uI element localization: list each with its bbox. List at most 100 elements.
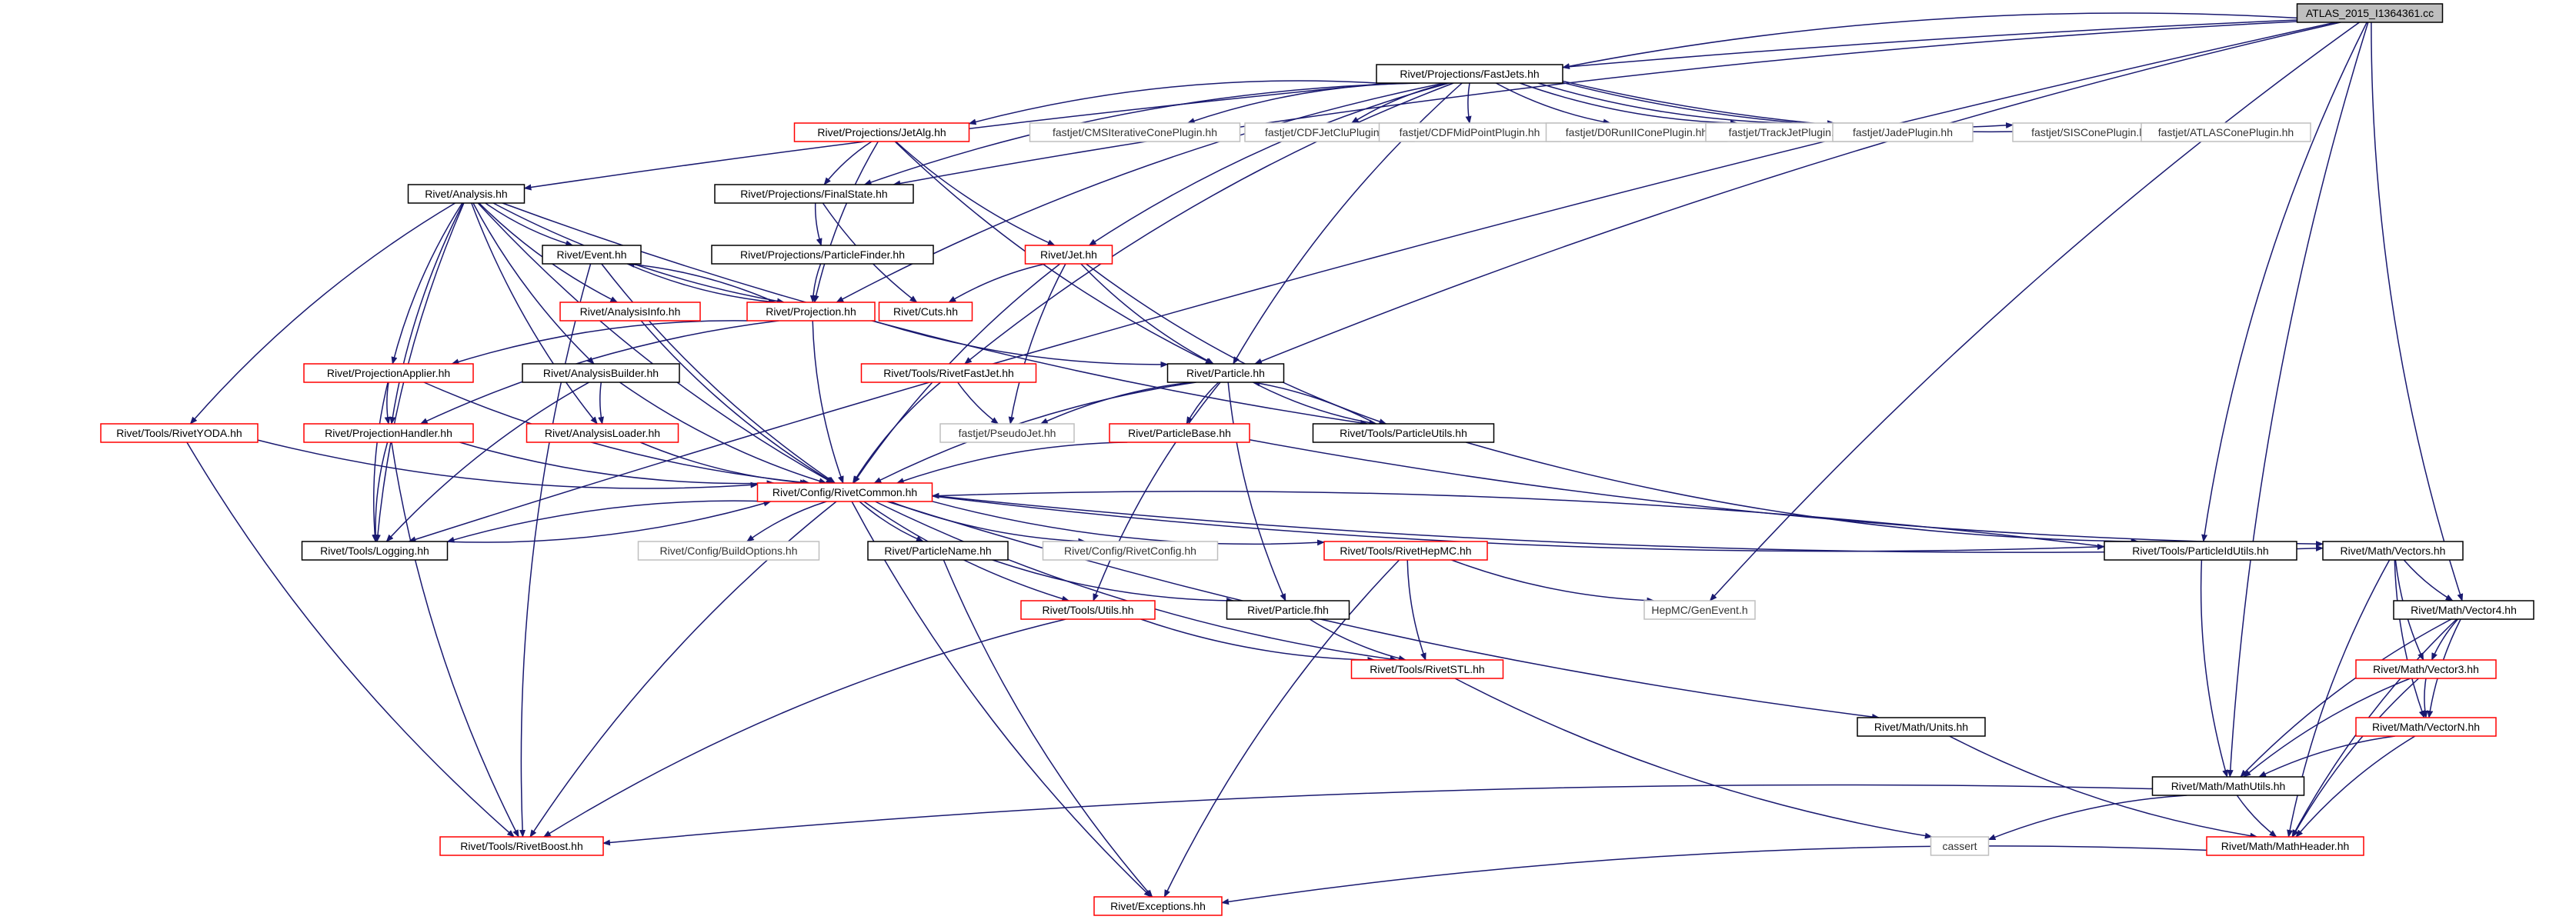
node-analysisinfo[interactable]: Rivet/AnalysisInfo.hh: [559, 302, 701, 322]
node-event[interactable]: Rivet/Event.hh: [542, 245, 642, 265]
node-label: Rivet/ParticleName.hh: [884, 545, 991, 557]
edge-projapplier-to-projhandler: [384, 382, 391, 425]
node-rivetboost[interactable]: Rivet/Tools/RivetBoost.hh: [439, 836, 604, 856]
edge-analysisbuilder-to-analysisloader: [598, 382, 604, 425]
node-jetalg[interactable]: Rivet/Projections/JetAlg.hh: [793, 122, 970, 142]
node-logging[interactable]: Rivet/Tools/Logging.hh: [301, 541, 449, 561]
edge-rivetfastjet-to-pseudojet: [957, 382, 999, 425]
node-mathutils[interactable]: Rivet/Math/MathUtils.hh: [2151, 776, 2305, 796]
edge-utils-to-rivetboost: [542, 618, 1066, 838]
node-exceptions[interactable]: Rivet/Exceptions.hh: [1093, 896, 1223, 916]
edge-analysis-to-rivetcommon: [477, 202, 834, 484]
node-cmsit[interactable]: fastjet/CMSIterativeConePlugin.hh: [1029, 122, 1241, 142]
node-rivetstl[interactable]: Rivet/Tools/RivetSTL.hh: [1350, 659, 1504, 679]
node-analysis[interactable]: Rivet/Analysis.hh: [407, 184, 526, 204]
node-pseudojet[interactable]: fastjet/PseudoJet.hh: [939, 423, 1075, 443]
node-box: [522, 363, 680, 383]
node-label: Rivet/Config/RivetConfig.hh: [1064, 545, 1196, 557]
node-rivetfastjet[interactable]: Rivet/Tools/RivetFastJet.hh: [860, 363, 1037, 383]
node-box: [1024, 245, 1113, 265]
edge-particle-to-pseudojet: [1039, 382, 1193, 425]
edge-logging-to-rivetcommon: [447, 500, 772, 543]
node-label: Rivet/Math/MathHeader.hh: [2221, 840, 2350, 852]
node-analysisloader[interactable]: Rivet/AnalysisLoader.hh: [526, 423, 679, 443]
node-box: [1857, 717, 1986, 737]
node-box: [1109, 423, 1250, 443]
edge-vectors-to-vector4: [2403, 559, 2454, 601]
node-label: Rivet/Exceptions.hh: [1110, 900, 1206, 912]
node-box: [1930, 836, 1990, 856]
edge-projection-to-projapplier: [451, 320, 748, 365]
node-d0run[interactable]: fastjet/D0RunIIConePlugin.hh: [1545, 122, 1728, 142]
edge-fastjets-to-jet: [1088, 82, 1450, 246]
edge-vector4-to-vector3: [2431, 618, 2458, 661]
node-label: Rivet/Tools/ParticleUtils.hh: [1340, 427, 1467, 439]
node-root[interactable]: ATLAS_2015_I1364361.cc: [2296, 3, 2444, 23]
node-particlebase[interactable]: Rivet/ParticleBase.hh: [1109, 423, 1250, 443]
node-label: Rivet/Tools/ParticleIdUtils.hh: [2132, 545, 2268, 557]
node-label: cassert: [1942, 840, 1977, 852]
node-cdfmp[interactable]: fastjet/CDFMidPointPlugin.hh: [1378, 122, 1561, 142]
node-label: Rivet/ProjectionApplier.hh: [327, 367, 450, 379]
edge-root-to-mathutils: [2227, 22, 2369, 778]
node-label: Rivet/Tools/RivetBoost.hh: [460, 840, 583, 852]
node-particlename[interactable]: Rivet/ParticleName.hh: [867, 541, 1009, 561]
edge-jetalg-to-finalstate: [823, 141, 873, 185]
node-vector4[interactable]: Rivet/Math/Vector4.hh: [2393, 600, 2534, 620]
node-label: fastjet/CDFMidPointPlugin.hh: [1400, 126, 1540, 138]
node-jet[interactable]: Rivet/Jet.hh: [1024, 245, 1113, 265]
node-label: Rivet/Math/Vector4.hh: [2411, 604, 2517, 616]
node-finalstate[interactable]: Rivet/Projections/FinalState.hh: [714, 184, 914, 204]
node-box: [2355, 717, 2497, 737]
edge-fastjets-to-cdfjc: [1350, 82, 1448, 124]
edge-fastjets-to-rivetfastjet: [964, 82, 1454, 365]
edge-particlebase-to-rivetcommon: [896, 442, 1128, 484]
node-rivetconfig[interactable]: Rivet/Config/RivetConfig.hh: [1042, 541, 1219, 561]
node-cassert[interactable]: cassert: [1930, 836, 1990, 856]
node-atlascone[interactable]: fastjet/ATLASConePlugin.hh: [2141, 122, 2311, 142]
edge-fastjets-to-finalstate: [863, 82, 1420, 185]
node-utils[interactable]: Rivet/Tools/Utils.hh: [1020, 600, 1156, 620]
node-jade[interactable]: fastjet/JadePlugin.hh: [1832, 122, 1974, 142]
node-label: Rivet/Particle.hh: [1186, 367, 1265, 379]
node-vector3[interactable]: Rivet/Math/Vector3.hh: [2355, 659, 2497, 679]
edge-rivetstl-to-cassert: [1454, 678, 1933, 839]
node-vectors[interactable]: Rivet/Math/Vectors.hh: [2322, 541, 2464, 561]
edge-particleidutils-to-rivetcommon: [931, 491, 2105, 548]
node-genevent[interactable]: HepMC/GenEvent.h: [1643, 600, 1756, 620]
node-particleidutils[interactable]: Rivet/Tools/ParticleIdUtils.hh: [2104, 541, 2297, 561]
edge-particle-to-rivetcommon: [873, 382, 1196, 484]
node-projhandler[interactable]: Rivet/ProjectionHandler.hh: [303, 423, 474, 443]
node-mathheader[interactable]: Rivet/Math/MathHeader.hh: [2206, 836, 2364, 856]
node-buildoptions[interactable]: Rivet/Config/BuildOptions.hh: [637, 541, 820, 561]
node-label: Rivet/Math/Vector3.hh: [2373, 663, 2479, 675]
node-rivethepmc[interactable]: Rivet/Tools/RivetHepMC.hh: [1323, 541, 1488, 561]
node-particlefhh[interactable]: Rivet/Particle.fhh: [1226, 600, 1350, 620]
node-box: [1323, 541, 1488, 561]
node-particleutils[interactable]: Rivet/Tools/ParticleUtils.hh: [1312, 423, 1495, 443]
node-projapplier[interactable]: Rivet/ProjectionApplier.hh: [303, 363, 474, 383]
edge-vectorn-to-mathheader: [2295, 735, 2416, 838]
node-rivetcommon[interactable]: Rivet/Config/RivetCommon.hh: [756, 482, 933, 502]
node-cuts[interactable]: Rivet/Cuts.hh: [878, 302, 973, 322]
node-box: [1350, 659, 1504, 679]
edge-particleutils-to-particle: [1252, 380, 1376, 425]
node-box: [559, 302, 701, 322]
edge-root-to-particle: [1254, 22, 2341, 365]
node-rivetyoda[interactable]: Rivet/Tools/RivetYODA.hh: [100, 423, 259, 443]
node-box: [1643, 600, 1756, 620]
node-units[interactable]: Rivet/Math/Units.hh: [1857, 717, 1986, 737]
edge-vector3-to-mathutils: [2243, 678, 2411, 778]
node-particle[interactable]: Rivet/Particle.hh: [1166, 363, 1285, 383]
node-projection[interactable]: Rivet/Projection.hh: [746, 302, 876, 322]
node-vectorn[interactable]: Rivet/Math/VectorN.hh: [2355, 717, 2497, 737]
node-box: [1378, 122, 1561, 142]
node-analysisbuilder[interactable]: Rivet/AnalysisBuilder.hh: [522, 363, 680, 383]
edge-fastjets-to-siscone: [1562, 82, 2014, 129]
node-fastjets[interactable]: Rivet/Projections/FastJets.hh: [1376, 64, 1563, 84]
node-label: fastjet/SISConePlugin.hh: [2031, 126, 2151, 138]
node-particlefinder[interactable]: Rivet/Projections/ParticleFinder.hh: [711, 245, 934, 265]
node-label: Rivet/Math/MathUtils.hh: [2171, 780, 2286, 792]
node-label: Rivet/Config/BuildOptions.hh: [660, 545, 798, 557]
